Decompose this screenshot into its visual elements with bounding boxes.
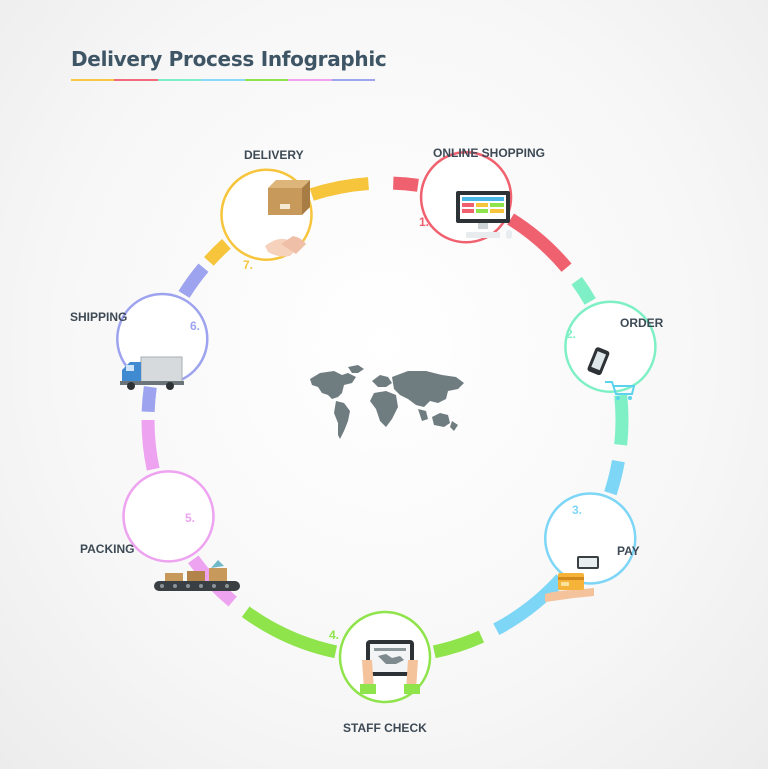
- ring-segment: [178, 263, 209, 298]
- ring-segment: [614, 394, 629, 446]
- underline-segment: [157, 79, 202, 81]
- underline-segment: [201, 79, 245, 81]
- underline-segment: [244, 79, 289, 81]
- step-label: PACKING: [80, 542, 135, 556]
- ring-segment: [241, 606, 338, 659]
- step-label: SHIPPING: [70, 310, 128, 324]
- step-number: 5.: [185, 511, 196, 525]
- step-number: 7.: [243, 258, 254, 272]
- title-underline: [71, 79, 375, 81]
- ring-segment: [204, 239, 231, 266]
- step-number: 4.: [329, 628, 340, 642]
- step-label: DELIVERY: [244, 148, 304, 162]
- ring-segment: [571, 276, 596, 305]
- step-label: ORDER: [620, 316, 664, 330]
- ring-segment: [141, 386, 157, 413]
- box-handshake-icon: [265, 180, 310, 257]
- underline-segment: [331, 79, 375, 81]
- process-ring: [116, 151, 657, 704]
- ring-segment: [507, 213, 572, 272]
- ring-segment: [493, 574, 566, 635]
- step-label: PAY: [617, 544, 640, 558]
- computer-monitor-icon: [456, 191, 512, 239]
- phone-cart-icon: [587, 347, 636, 400]
- step-number: 3.: [572, 503, 583, 517]
- step-icon-circle: [543, 492, 637, 585]
- ring-segment: [432, 630, 485, 659]
- ring-segment: [309, 177, 370, 201]
- step-label: ONLINE SHOPPING: [433, 146, 546, 160]
- ring-segment: [392, 176, 419, 192]
- ring-segment: [604, 459, 625, 496]
- underline-segment: [288, 79, 332, 81]
- ring-segment: [141, 419, 160, 471]
- step-number: 1.: [419, 215, 430, 229]
- step-label: STAFF CHECK: [343, 721, 427, 735]
- conveyor-boxes-icon: [154, 560, 240, 591]
- step-number: 6.: [190, 319, 201, 333]
- step-icon-circle: [122, 470, 215, 563]
- tablet-check-icon: [360, 640, 420, 694]
- underline-segment: [71, 79, 115, 81]
- delivery-truck-icon: [120, 356, 184, 390]
- underline-segment: [114, 79, 158, 81]
- step-number: 2.: [566, 327, 577, 341]
- page-title: Delivery Process Infographic: [71, 47, 387, 71]
- world-map-icon: [310, 365, 464, 439]
- credit-card-payment-icon: [545, 556, 599, 602]
